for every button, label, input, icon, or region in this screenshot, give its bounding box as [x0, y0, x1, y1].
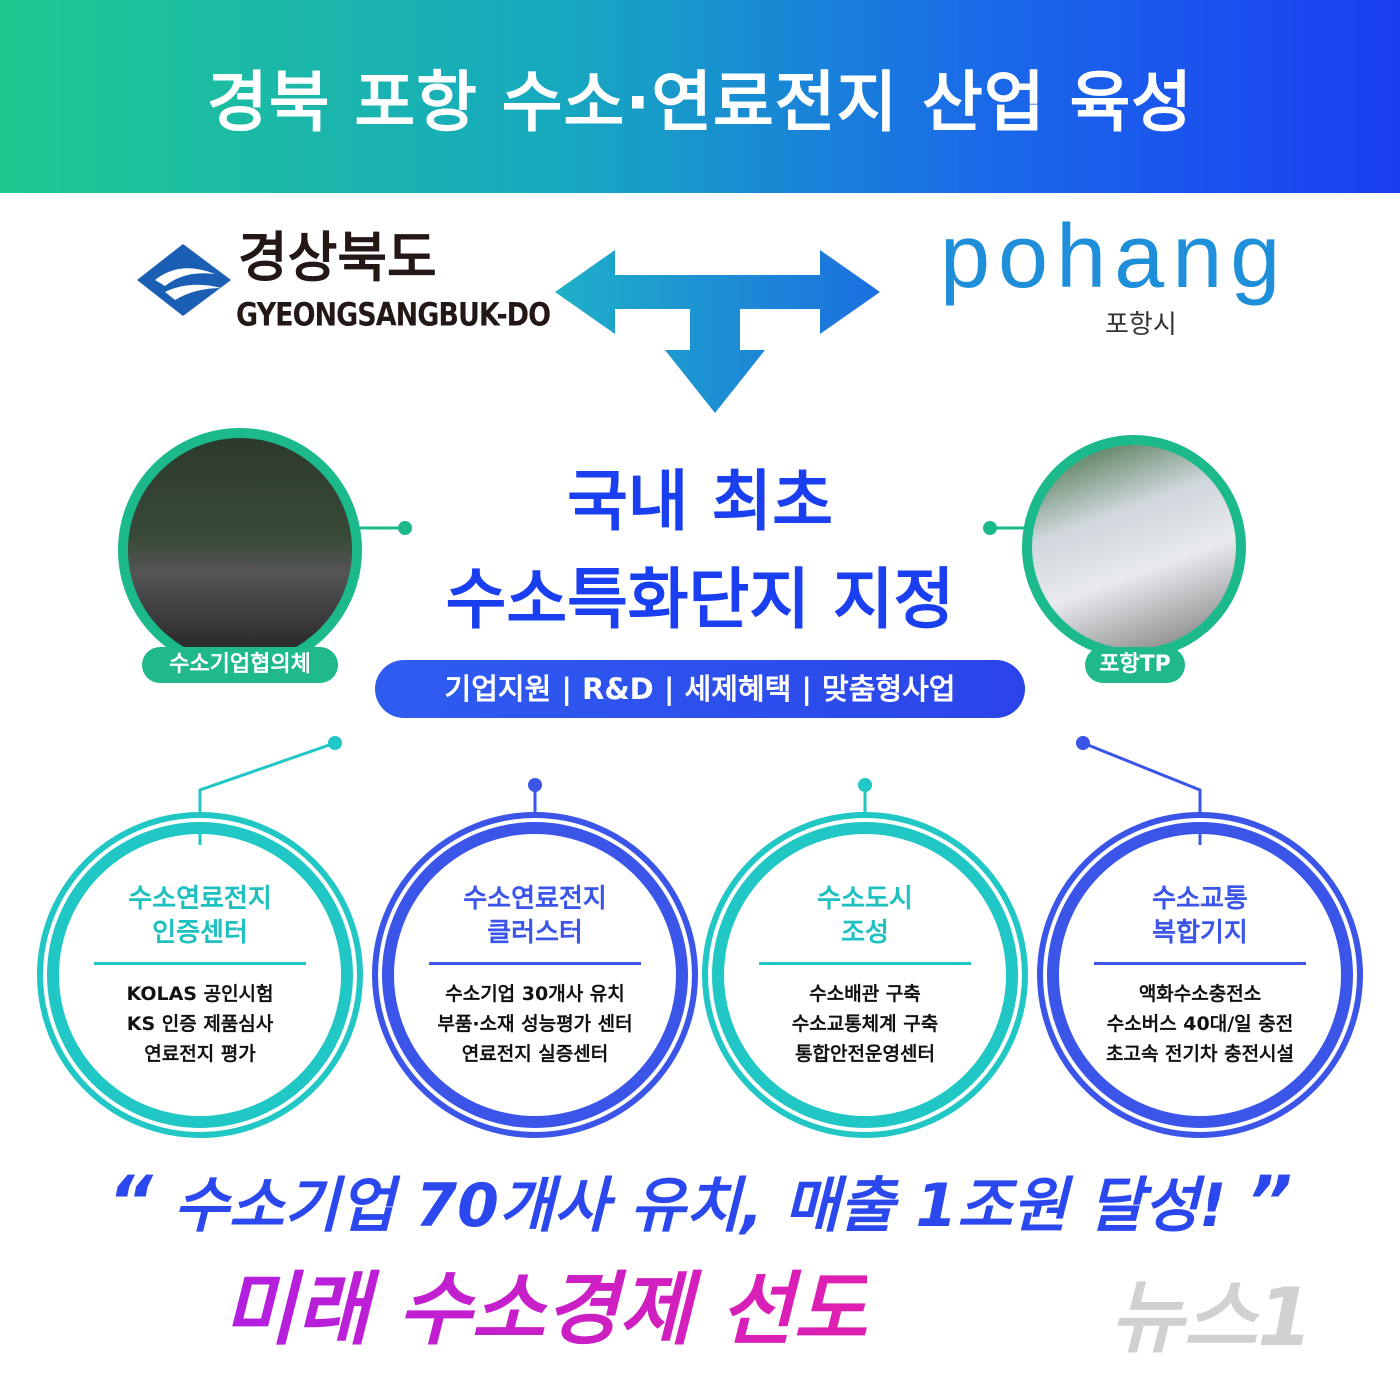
circle-title: 클러스터 — [487, 917, 583, 948]
gyeongbuk-logo-icon — [137, 244, 231, 316]
headline-line2: 수소특화단지 지정 — [445, 561, 955, 638]
gyeongbuk-name-ko: 경상북도 — [238, 226, 437, 289]
circle-title: 인증센터 — [152, 917, 248, 948]
divider — [429, 961, 641, 965]
slogan-text: 수소기업 70개사 유치, 매출 1조원 달성! — [173, 1171, 1227, 1241]
circle-item: 수소배관 구축 — [809, 982, 921, 1005]
circle-item: 통합안전운영센터 — [795, 1042, 935, 1065]
council-label: 수소기업협의체 — [142, 647, 338, 683]
news1-watermark: 뉴스1 — [1110, 1271, 1313, 1364]
lead-slogan: 미래 수소경제 선도 — [0, 1262, 1050, 1358]
circle-title: 수소도시 — [817, 883, 913, 914]
double-arrow-icon — [555, 250, 880, 413]
circle-title: 조성 — [841, 917, 889, 948]
circle-item: 액화수소충전소 — [1138, 982, 1262, 1005]
circle-item: 초고속 전기차 충전시설 — [1105, 1042, 1295, 1065]
circle-item: 수소교통체계 구축 — [791, 1012, 939, 1035]
circle-title: 수소교통 — [1152, 883, 1248, 914]
circle-item: KS 인증 제품심사 — [126, 1012, 274, 1035]
page-title: 경북 포항 수소·연료전지 산업 육성 — [206, 63, 1194, 141]
pohang-tp-label: 포항TP — [1085, 647, 1185, 683]
benefit-tags: 기업지원 | R&D | 세제혜택 | 맞춤형사업 — [375, 660, 1025, 718]
open-quote: “ — [107, 1161, 153, 1243]
circle-title: 복합기지 — [1152, 917, 1248, 948]
circle-title: 수소연료전지 — [128, 883, 272, 914]
gyeongbuk-name-en: GYEONGSANGBUK-DO — [236, 296, 551, 334]
circle-item: 수소버스 40대/일 충전 — [1106, 1012, 1294, 1035]
divider — [1094, 961, 1306, 965]
divider — [94, 961, 306, 965]
pohang-name-ko: 포항시 — [1105, 310, 1177, 340]
header-banner: 경북 포항 수소·연료전지 산업 육성 — [0, 0, 1400, 193]
connector-lines — [198, 521, 1202, 845]
circle-item: 수소기업 30개사 유치 — [445, 982, 625, 1005]
circle-item: 부품·소재 성능평가 센터 — [437, 1012, 633, 1035]
lead-slogan-text: 미래 수소경제 선도 — [222, 1263, 868, 1356]
divider — [759, 961, 971, 965]
pohang-logo-text: pohang — [940, 207, 1289, 307]
circle-item: 연료전지 실증센터 — [461, 1042, 609, 1065]
slogan: “ 수소기업 70개사 유치, 매출 1조원 달성! ” — [0, 1160, 1400, 1248]
circle-title: 수소연료전지 — [463, 883, 607, 914]
close-quote: ” — [1247, 1161, 1293, 1243]
circle-item: 연료전지 평가 — [144, 1042, 256, 1065]
headline-line1: 국내 최초 — [567, 463, 833, 540]
circle-item: KOLAS 공인시험 — [126, 982, 274, 1005]
